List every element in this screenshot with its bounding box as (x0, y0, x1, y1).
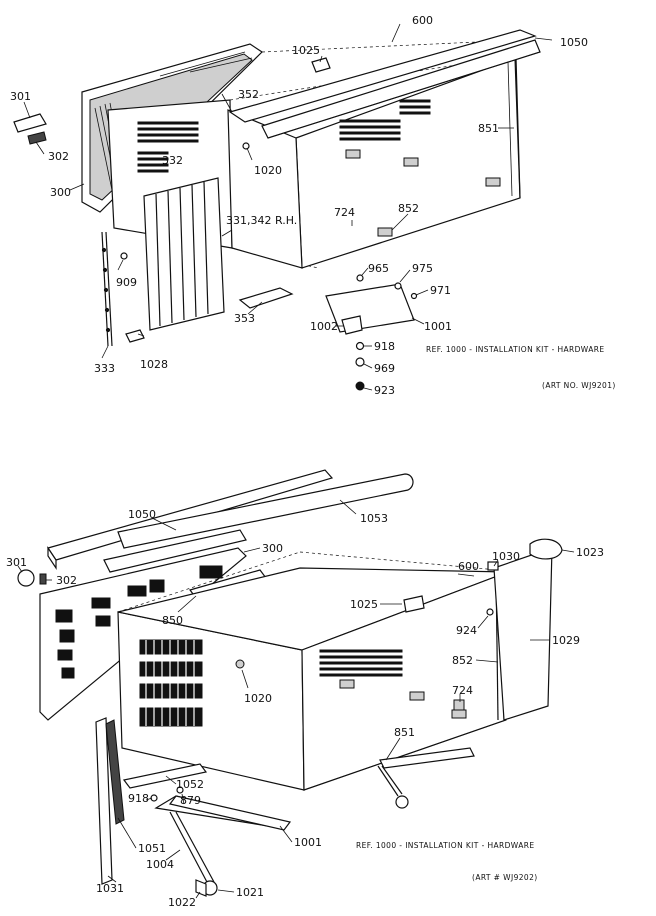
label-850: 850 (162, 614, 183, 627)
bracket-353 (238, 287, 294, 309)
label-1020-bottom: 1020 (244, 692, 272, 705)
part-labels-bottom: 1050 1053 301 302 300 850 1030 600 1023 … (6, 508, 604, 909)
label-1028: 1028 (140, 358, 168, 371)
label-1031: 1031 (96, 882, 124, 895)
label-1029: 1029 (552, 634, 580, 647)
label-1053: 1053 (360, 512, 388, 525)
label-1022: 1022 (168, 896, 196, 909)
label-600-bottom: 600 (458, 560, 479, 573)
label-918-bottom: 918 (128, 792, 149, 805)
label-909: 909 (116, 276, 137, 289)
label-353: 353 (234, 312, 255, 325)
label-333: 333 (94, 362, 115, 375)
support-brackets (122, 763, 409, 897)
part-301-bottom (17, 569, 35, 587)
label-724: 724 (334, 206, 355, 219)
screw-924 (486, 608, 494, 616)
label-600: 600 (412, 14, 433, 27)
label-851-bottom: 851 (394, 726, 415, 739)
small-parts-top (13, 57, 418, 391)
label-1001: 1001 (424, 320, 452, 333)
strip-1031-1051 (95, 717, 125, 885)
label-1001-bottom: 1001 (294, 836, 322, 849)
art-number-top: (ART NO. WJ9201) (542, 381, 616, 390)
label-302: 302 (48, 150, 69, 163)
label-301-bottom: 301 (6, 556, 27, 569)
clip-1023 (529, 538, 563, 560)
label-852: 852 (398, 202, 419, 215)
bracket-1025-bottom (403, 595, 425, 613)
kit-note-bottom: REF. 1000 - INSTALLATION KIT - HARDWARE (356, 841, 535, 850)
chassis-front-bottom (117, 611, 305, 791)
top-assembly: 301 302 300 909 1028 333 332 331,342 R.H… (10, 14, 616, 397)
label-879: 879 (180, 794, 201, 807)
part-302-bottom (39, 573, 47, 585)
label-724-bottom: 724 (452, 684, 473, 697)
label-1050: 1050 (560, 36, 588, 49)
label-331-342: 331,342 R.H. (226, 214, 297, 227)
label-975: 975 (412, 262, 433, 275)
label-332: 332 (162, 154, 183, 167)
leader-lines-bottom (17, 499, 575, 899)
label-1002: 1002 (310, 320, 338, 333)
label-1030: 1030 (492, 550, 520, 563)
label-1052: 1052 (176, 778, 204, 791)
label-301: 301 (10, 90, 31, 103)
label-1004: 1004 (146, 858, 174, 871)
label-852-bottom: 852 (452, 654, 473, 667)
kit-note-top: REF. 1000 - INSTALLATION KIT - HARDWARE (426, 345, 605, 354)
label-300-bottom: 300 (262, 542, 283, 555)
label-965: 965 (368, 262, 389, 275)
label-924: 924 (456, 624, 477, 637)
label-969: 969 (374, 362, 395, 375)
label-302-bottom: 302 (56, 574, 77, 587)
top-rail-1050 (47, 469, 414, 570)
label-971: 971 (430, 284, 451, 297)
label-1023: 1023 (576, 546, 604, 559)
art-number-bottom: (ART # WJ9202) (472, 873, 538, 882)
label-918: 918 (374, 340, 395, 353)
louver-331-332 (143, 177, 225, 331)
label-1025: 1025 (292, 44, 320, 57)
side-panel-1029 (493, 547, 553, 721)
label-1050-bottom: 1050 (128, 508, 156, 521)
label-1021: 1021 (236, 886, 264, 899)
label-1020: 1020 (254, 164, 282, 177)
part-1030 (487, 561, 499, 571)
label-1025-bottom: 1025 (350, 598, 378, 611)
strip-333 (101, 231, 113, 347)
label-851: 851 (478, 122, 499, 135)
part-labels-top: 301 302 300 909 1028 333 332 331,342 R.H… (10, 14, 616, 397)
leader-lines-top (23, 23, 553, 391)
label-352: 352 (238, 88, 259, 101)
top-rail-600 (228, 29, 541, 139)
cabinet-851 (227, 57, 521, 269)
part-724-bottom (453, 699, 465, 711)
cabinet-bottom-851 (117, 551, 509, 791)
label-1051: 1051 (138, 842, 166, 855)
bottom-assembly: 1050 1053 301 302 300 850 1030 600 1023 … (6, 469, 604, 909)
label-300: 300 (50, 186, 71, 199)
label-923: 923 (374, 384, 395, 397)
